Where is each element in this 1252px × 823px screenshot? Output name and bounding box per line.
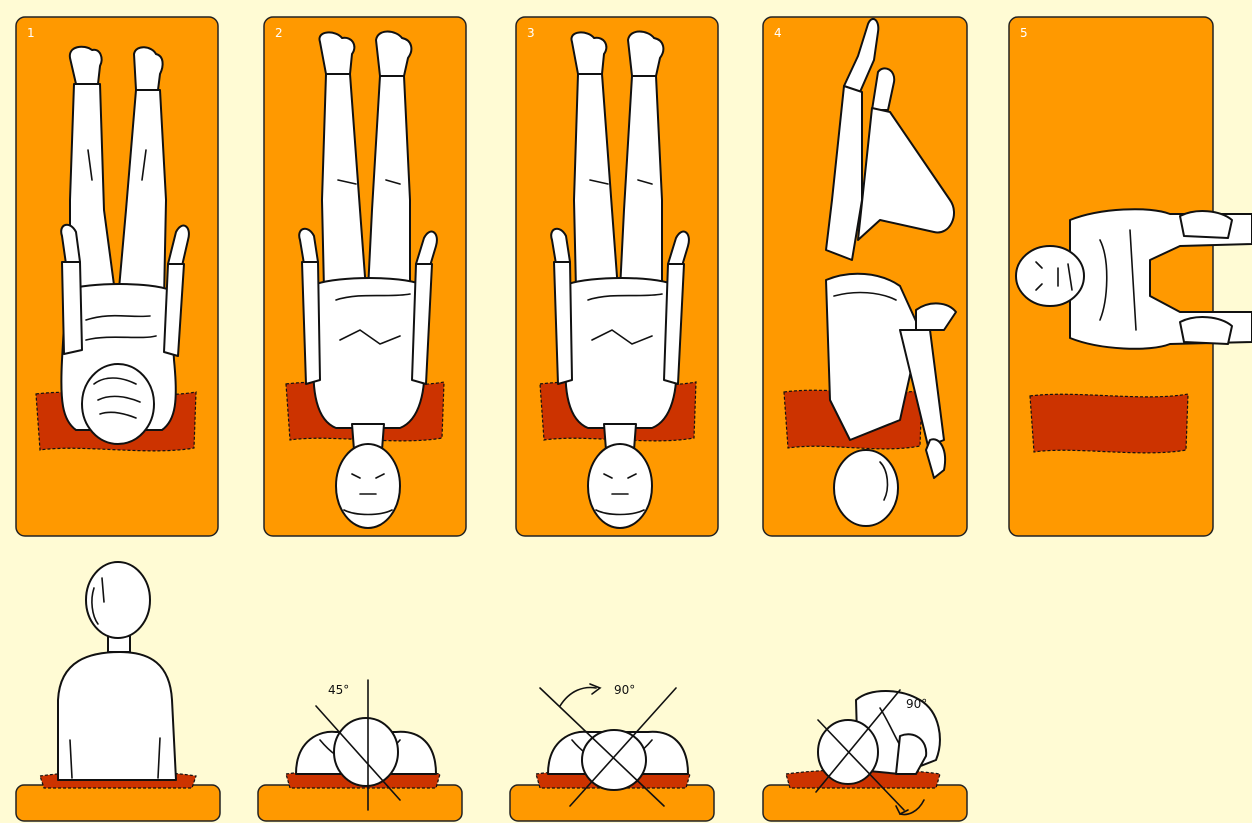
head-view-4: 90°: [763, 690, 967, 821]
step-number: 3: [527, 26, 535, 40]
step-number: 2: [275, 26, 283, 40]
angle-label: 45°: [328, 683, 349, 697]
angle-label: 90°: [614, 683, 635, 697]
pillow: [1030, 394, 1188, 453]
step-panel-1: 1: [16, 17, 218, 536]
step-panel-5: 5: [1009, 17, 1252, 536]
step-number: 5: [1020, 26, 1028, 40]
step-panel-3: 3: [516, 17, 718, 536]
head-view-3: 90°: [510, 683, 714, 821]
head-view-1: [16, 562, 220, 821]
step-panel-2: 2: [264, 17, 466, 536]
angle-label: 90°: [906, 697, 927, 711]
head-view-2: 45°: [258, 680, 462, 821]
step-number: 1: [27, 26, 35, 40]
step-panel-4: 4: [763, 17, 967, 536]
step-number: 4: [774, 26, 782, 40]
